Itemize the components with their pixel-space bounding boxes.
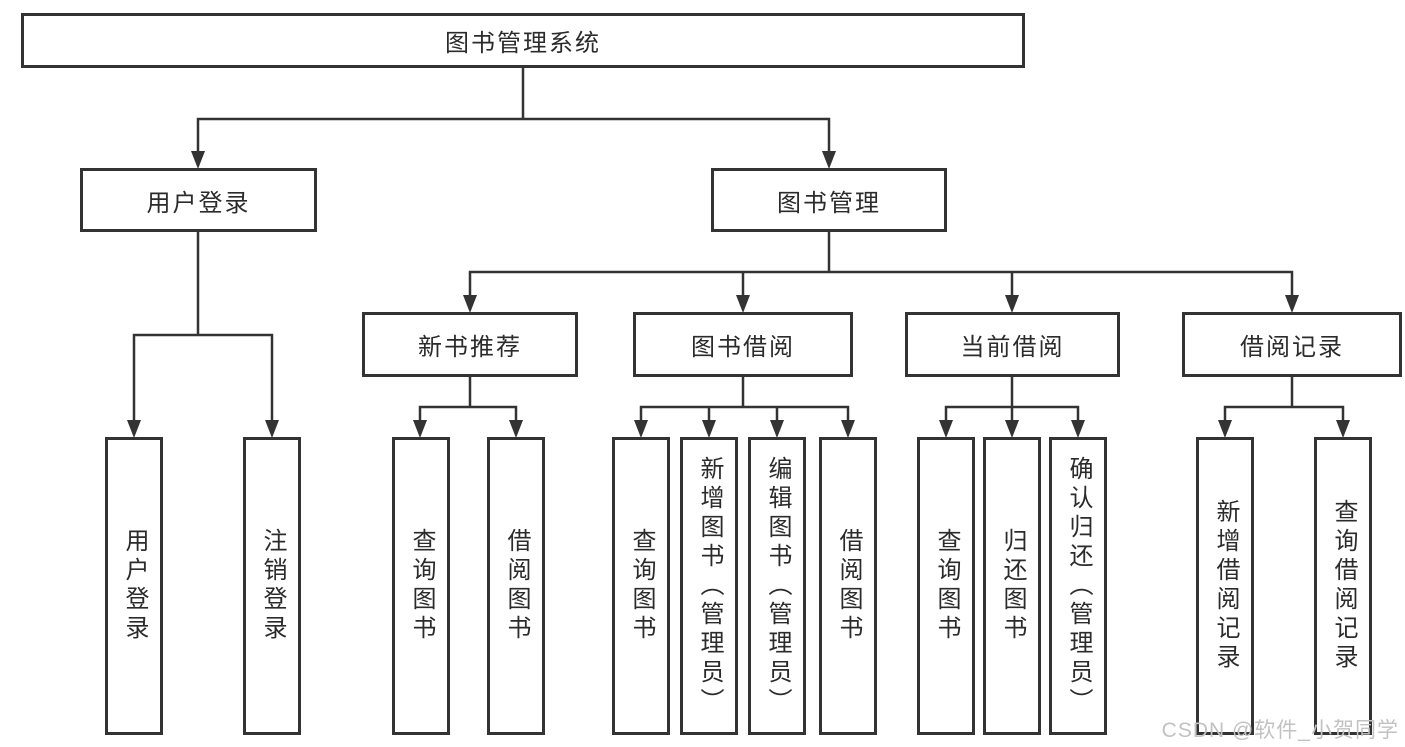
leaf-logout: 注销登录 [243, 437, 301, 735]
leaf-borrow-books-1: 借阅图书 [487, 437, 545, 735]
csdn-watermark: CSDN @软件_小贺同学 [1161, 719, 1399, 742]
leaf-user-login: 用户登录 [105, 437, 163, 735]
leaf-return-books: 归还图书 [983, 437, 1041, 735]
leaf-query-borrow-record: 查询借阅记录 [1314, 437, 1372, 735]
leaf-add-books-admin: 新增图书（管理员） [680, 437, 738, 735]
leaf-edit-books-admin: 编辑图书（管理员） [748, 437, 806, 735]
node-borrow-records: 借阅记录 [1182, 312, 1402, 377]
leaf-query-books-2: 查询图书 [612, 437, 670, 735]
node-new-book-recommend: 新书推荐 [362, 312, 578, 377]
leaf-query-books-1: 查询图书 [392, 437, 450, 735]
node-book-management: 图书管理 [711, 168, 947, 232]
node-book-borrow: 图书借阅 [633, 312, 853, 377]
node-user-login: 用户登录 [80, 168, 317, 232]
node-root-system: 图书管理系统 [21, 13, 1025, 68]
leaf-query-books-3: 查询图书 [917, 437, 975, 735]
leaf-confirm-return-admin: 确认归还（管理员） [1049, 437, 1107, 735]
leaf-borrow-books-2: 借阅图书 [819, 437, 877, 735]
node-current-borrow: 当前借阅 [905, 312, 1120, 377]
leaf-add-borrow-record: 新增借阅记录 [1196, 437, 1254, 735]
